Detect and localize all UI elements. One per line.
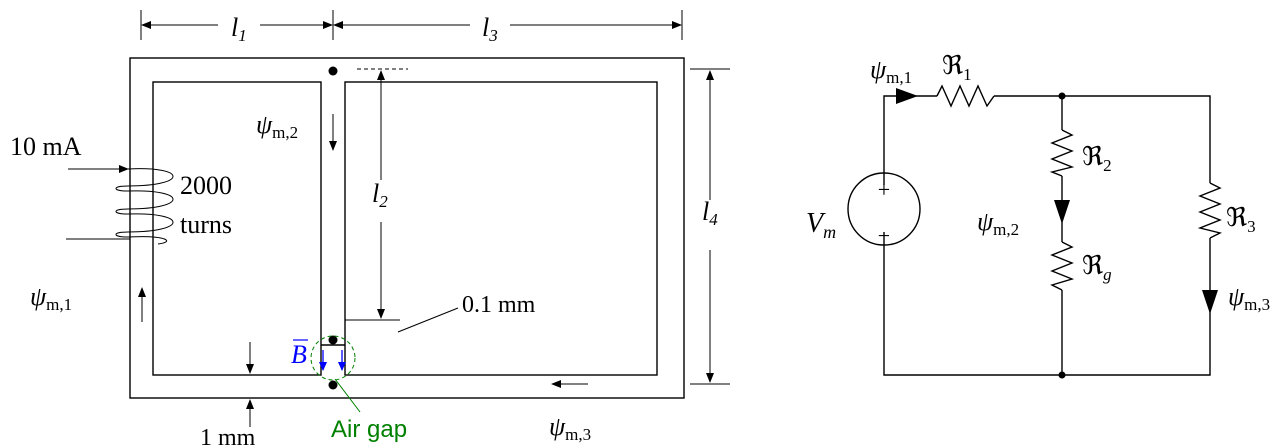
flux1-arrow	[896, 88, 918, 104]
source-minus-sign: −	[878, 223, 890, 248]
source-plus-sign: +	[878, 177, 890, 202]
dim-l4-label: l4	[702, 197, 718, 229]
r1-label: ℜ1	[942, 51, 972, 84]
dot-gap-upper	[328, 335, 338, 345]
dim-l3-label: l3	[482, 13, 498, 45]
resistor-r2	[1049, 129, 1075, 177]
right-dimension: l4	[690, 68, 730, 385]
dim-l1-label: l1	[231, 13, 247, 45]
wire-top	[994, 95, 1211, 183]
air-gap-label: Air gap	[331, 416, 407, 443]
core-right-window	[344, 81, 658, 376]
core-outer-edge	[129, 57, 685, 399]
magnetic-core	[129, 57, 685, 399]
resistor-rg	[1050, 241, 1075, 291]
mmf-source	[847, 172, 921, 246]
flux3-arrow	[1202, 290, 1218, 314]
flux-center-label: ψm,2	[256, 110, 298, 142]
thickness-label: 1 mm	[200, 425, 256, 448]
rg-label: ℜg	[1082, 251, 1112, 284]
flux2-arrow	[1054, 200, 1070, 224]
node-top	[1058, 92, 1066, 100]
source-label: Vm	[806, 208, 836, 242]
current-label: 10 mA	[10, 132, 82, 161]
air-gap-leader	[334, 378, 361, 413]
coil	[66, 165, 174, 245]
flux-bottom-label: ψm,3	[549, 412, 591, 444]
turns-word-label: turns	[180, 210, 232, 239]
gap-leader-line	[397, 307, 459, 333]
magnetic-circuit	[847, 84, 1223, 379]
b-field-label: B	[291, 340, 307, 369]
flux-left-label: ψm,1	[30, 282, 72, 314]
dot-gap-lower	[328, 380, 338, 390]
resistor-r1	[936, 84, 995, 108]
core-left-window	[152, 81, 322, 376]
circuit-flux3-label: ψm,3	[1228, 282, 1270, 314]
dim-l2-label: l2	[372, 179, 388, 211]
turns-count-label: 2000	[180, 171, 232, 200]
node-bottom	[1058, 371, 1066, 379]
gap-dimension-label: 0.1 mm	[462, 292, 536, 318]
r3-label: ℜ3	[1226, 203, 1256, 236]
circuit-flux2-label: ψm,2	[977, 207, 1019, 239]
center-dimension: l2	[345, 68, 408, 321]
r2-label: ℜ2	[1082, 142, 1112, 175]
wire-left-upper	[883, 95, 937, 185]
dot-top	[328, 66, 338, 76]
wire-bottom	[883, 232, 1211, 376]
resistor-r3	[1197, 182, 1223, 239]
top-dimension: l1 l3	[140, 10, 683, 45]
air-gap-circle	[310, 335, 356, 381]
circuit-flux1-label: ψm,1	[870, 55, 912, 87]
